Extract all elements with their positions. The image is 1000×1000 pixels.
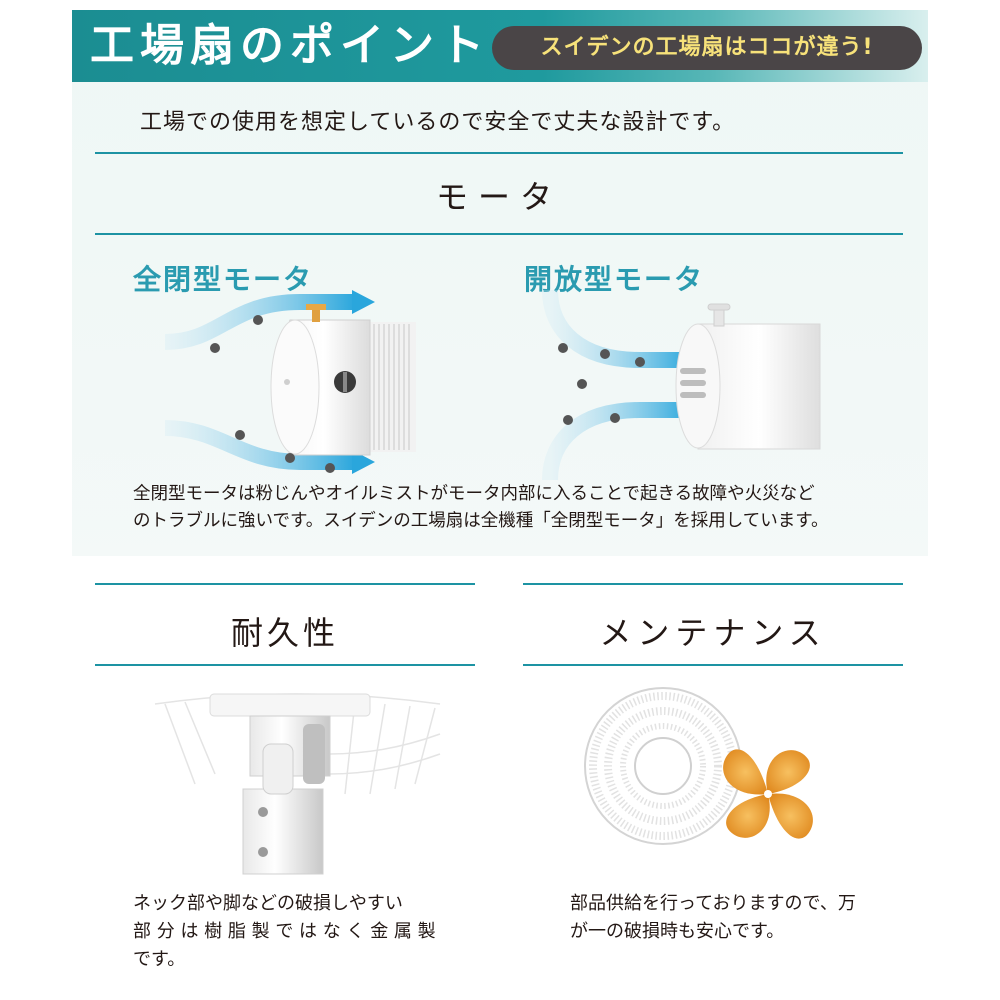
header-badge: スイデンの工場扇はココが違う!	[492, 26, 922, 70]
maintenance-line-1: 部品供給を行っておりますので、万	[570, 893, 856, 914]
motor-description-line-1: 全閉型モータは粉じんやオイルミストがモータ内部に入ることで起きる故障や火災など	[133, 484, 815, 504]
divider-bottom	[95, 233, 903, 235]
maintenance-line-2: が一の破損時も安心です。	[570, 921, 785, 942]
page-title: 工場扇のポイント	[90, 20, 490, 71]
motor-section-title: モータ	[435, 178, 562, 216]
maintenance-divider-bottom	[523, 664, 903, 666]
maintenance-title: メンテナンス	[599, 614, 827, 652]
motor-description-line-2: のトラブルに強いです。スイデンの工場扇は全機種「全閉型モータ」を採用しています。	[133, 511, 829, 531]
open-motor-illustration	[542, 289, 821, 481]
durability-line-1: ネック部や脚などの破損しやすい	[133, 893, 403, 914]
intro-text: 工場での使用を想定しているので安全で丈夫な設計です。	[140, 110, 736, 135]
durability-line-2: 部 分 は 樹 脂 製 で は な く 金 属 製	[133, 921, 436, 942]
closed-motor-illustration	[164, 290, 416, 474]
divider-top	[95, 152, 903, 154]
closed-motor-label: 全閉型モータ	[133, 263, 314, 296]
durability-divider-bottom	[95, 664, 475, 666]
header-bar: 工場扇のポイント スイデンの工場扇はココが違う!	[72, 10, 928, 82]
durability-line-3: です。	[133, 949, 186, 970]
durability-title: 耐久性	[230, 614, 339, 652]
fan-parts-illustration	[584, 687, 813, 845]
maintenance-divider-top	[523, 583, 903, 585]
metal-neck-illustration	[154, 693, 441, 875]
durability-divider-top	[95, 583, 475, 585]
